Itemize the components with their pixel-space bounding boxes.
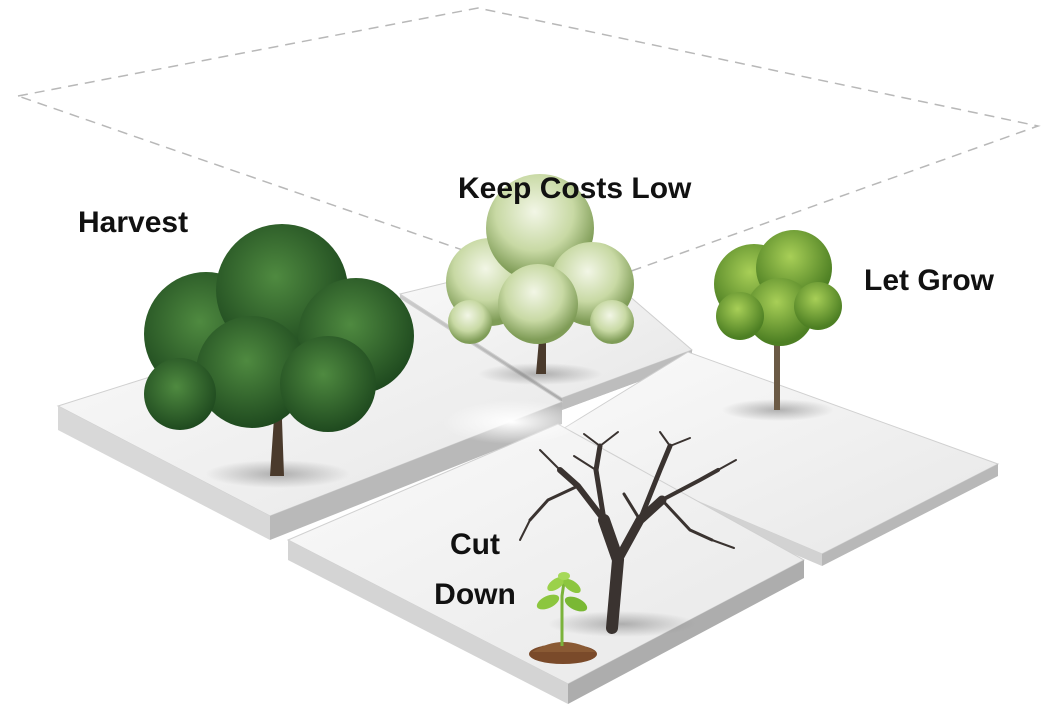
- quadrant-label-keep-costs-low: Keep Costs Low: [458, 172, 692, 205]
- quadrant-label-cut-down: Cut Down: [421, 520, 529, 620]
- sapling-icon: [529, 572, 597, 664]
- quadrant-label-cut-down-line1: Cut: [450, 528, 500, 561]
- quadrant-label-cut-down-line2: Down: [434, 578, 516, 611]
- quadrant-label-let-grow: Let Grow: [864, 264, 995, 297]
- full-green-tree-icon: [144, 224, 414, 488]
- quadrant-label-harvest: Harvest: [78, 206, 189, 239]
- young-tree-icon: [714, 230, 842, 421]
- center-glow: [442, 400, 582, 444]
- flowering-tree-icon: [446, 174, 634, 385]
- dashed-back-plane: [15, 7, 1041, 291]
- bare-tree-icon: [519, 431, 737, 637]
